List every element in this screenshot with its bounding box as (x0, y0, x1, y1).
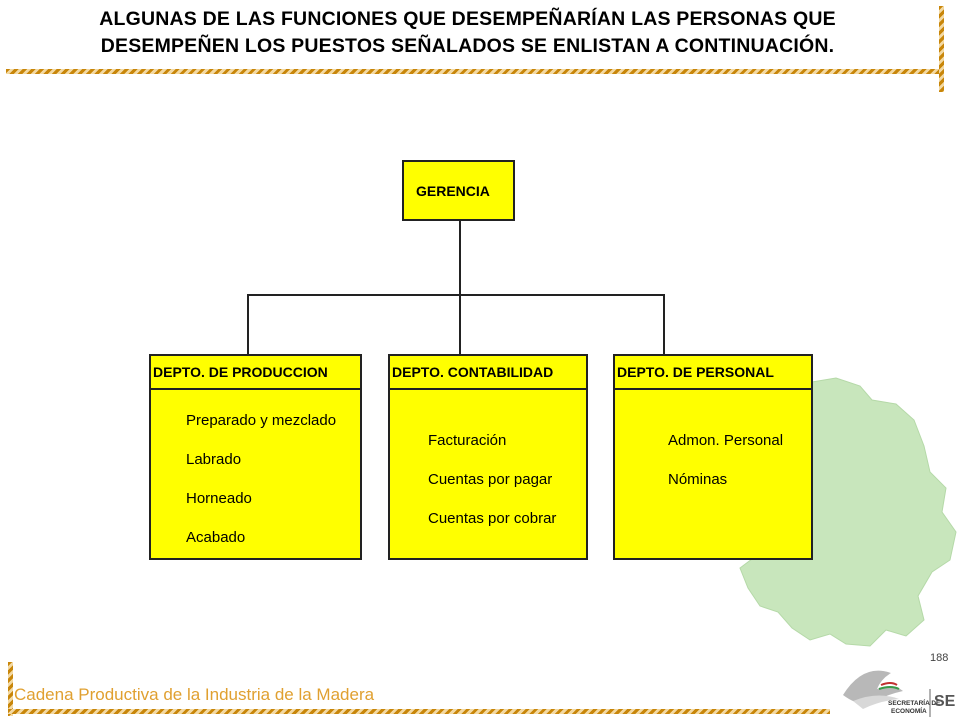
dept-contabilidad-title: DEPTO. CONTABILIDAD (390, 356, 586, 390)
gerencia-label: GERENCIA (416, 183, 490, 199)
connector-root-down (459, 220, 461, 295)
title-line-2: DESEMPEÑEN LOS PUESTOS SEÑALADOS SE ENLI… (100, 35, 835, 57)
function-item: Admon. Personal (668, 432, 784, 449)
function-item: Horneado (186, 490, 252, 507)
right-border-stripe (939, 6, 944, 92)
logo-se-mark: SE (934, 693, 956, 710)
page-title: ALGUNAS DE LAS FUNCIONES QUE DESEMPEÑARÍ… (0, 6, 935, 60)
function-item: Acabado (186, 529, 246, 546)
connector-right-down (663, 294, 665, 355)
function-item: Preparado y mezclado (186, 412, 337, 429)
top-border-stripe (6, 69, 944, 74)
left-footer-stripe (8, 662, 13, 716)
connector-horizontal (247, 294, 665, 296)
function-item: Cuentas por cobrar (428, 510, 557, 527)
footer-caption: Cadena Productiva de la Industria de la … (14, 685, 375, 704)
dept-personal-box: DEPTO. DE PERSONAL Admon. Personal Nómin… (613, 354, 813, 560)
bottom-border-stripe (8, 709, 830, 714)
dept-produccion-title: DEPTO. DE PRODUCCION (151, 356, 360, 390)
connector-middle-down (459, 294, 461, 355)
function-item: Cuentas por pagar (428, 471, 553, 488)
logo-text-line-2: ECONOMÍA (891, 708, 927, 715)
dept-personal-title: DEPTO. DE PERSONAL (615, 356, 811, 390)
page-number: 188 (930, 652, 949, 664)
eagle-emblem-icon (843, 670, 931, 717)
gerencia-box: GERENCIA (402, 160, 515, 221)
dept-produccion-box: DEPTO. DE PRODUCCION Preparado y mezclad… (149, 354, 362, 560)
logo-text-line-1: SECRETARÍA DE (888, 700, 941, 707)
function-item: Labrado (186, 451, 242, 468)
function-item: Facturación (428, 432, 507, 449)
connector-left-down (247, 294, 249, 355)
function-item: Nóminas (668, 471, 728, 488)
title-line-1: ALGUNAS DE LAS FUNCIONES QUE DESEMPEÑARÍ… (99, 8, 836, 30)
dept-contabilidad-box: DEPTO. CONTABILIDAD Facturación Cuentas … (388, 354, 588, 560)
secretaria-economia-logo: SECRETARÍA DE ECONOMÍA SE (833, 655, 960, 720)
